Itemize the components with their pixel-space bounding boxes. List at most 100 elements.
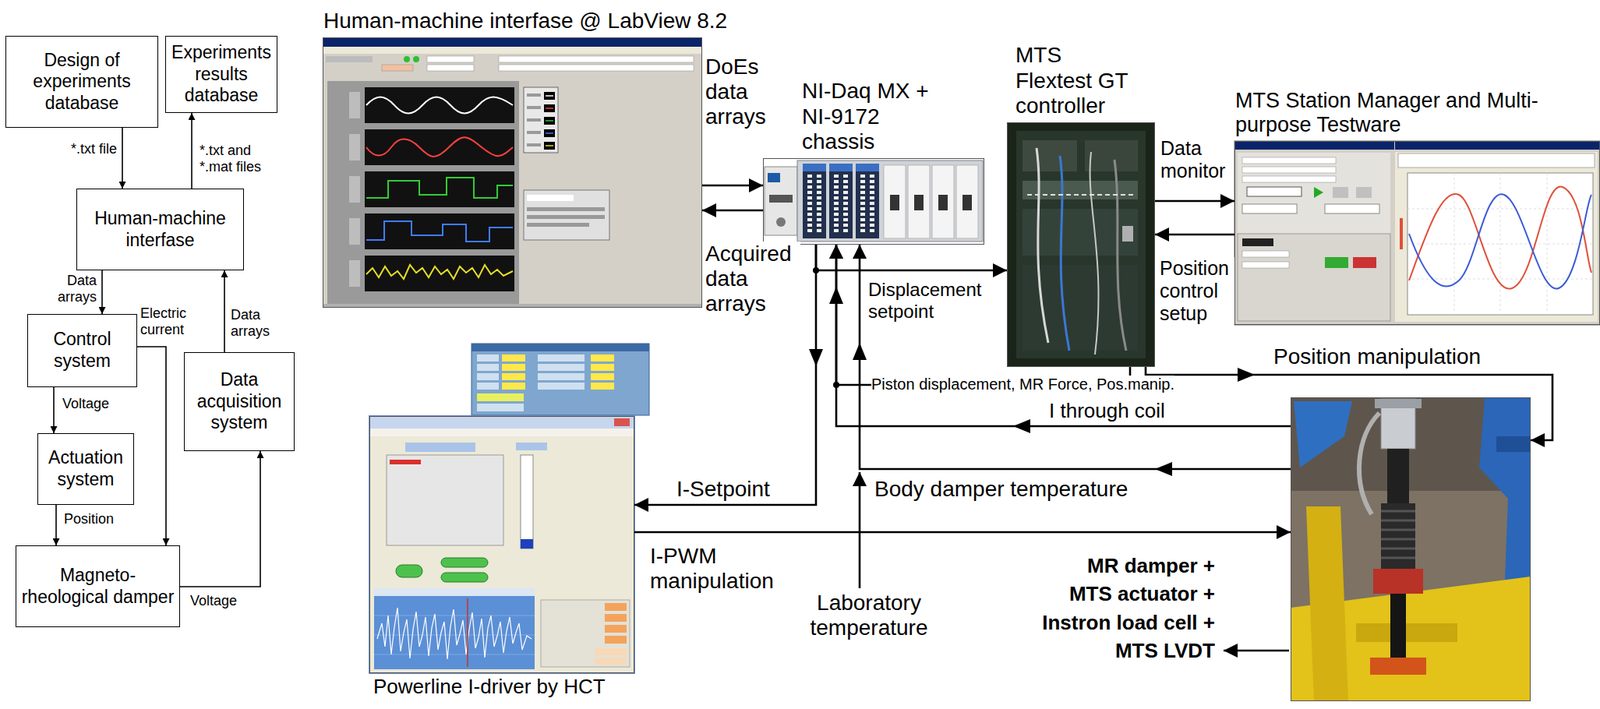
edge-label-holder: I-Setpoint bbox=[676, 476, 794, 502]
test-rig-photo-part bbox=[1387, 448, 1410, 504]
edge-label-holder: *.txt file bbox=[51, 141, 117, 158]
labview-screenshot-part bbox=[322, 37, 703, 47]
powerline-screenshot-part bbox=[395, 565, 423, 578]
controller-photo-part bbox=[1027, 194, 1134, 196]
powerline-screenshot-part bbox=[520, 539, 534, 549]
controller-photo-part bbox=[1016, 130, 1146, 359]
labview-screenshot-part bbox=[526, 207, 605, 212]
ni-daq-chassis-part bbox=[776, 217, 786, 227]
station-manager-screenshot-part bbox=[1324, 204, 1380, 214]
powerline-screenshot-part bbox=[466, 598, 469, 668]
powerline-screenshot-part bbox=[614, 418, 630, 427]
labview-screenshot-part bbox=[364, 255, 515, 292]
labview-screenshot-part bbox=[349, 91, 361, 119]
labview-screenshot-part bbox=[523, 87, 559, 153]
labview-screenshot-part bbox=[364, 87, 515, 124]
edge-label: Data arrays bbox=[230, 307, 280, 340]
signal-arrow bbox=[836, 244, 1291, 427]
coil-setup-window-part bbox=[476, 373, 499, 381]
powerline-screenshot-part bbox=[540, 600, 630, 668]
controller-photo-part bbox=[1084, 140, 1138, 172]
ni-daq-chassis-part bbox=[883, 165, 906, 239]
station-manager-screenshot-part bbox=[1398, 153, 1595, 168]
edge-label: Displacement setpoint bbox=[868, 279, 995, 322]
ni-daq-chassis-part bbox=[932, 165, 954, 239]
station-manager-screenshot-part bbox=[1242, 176, 1336, 183]
ni-daq-chassis-part bbox=[809, 174, 873, 234]
signal-arrow bbox=[836, 244, 1131, 385]
process-box: Data acquisition system bbox=[183, 352, 295, 452]
edge-label: *.txt and *.mat files bbox=[199, 142, 272, 175]
heading-holder: MR damper + MTS actuator + Instron load … bbox=[981, 551, 1216, 666]
edge-label-holder: I through coil bbox=[1049, 399, 1205, 424]
station-manager-screenshot-part bbox=[1352, 257, 1377, 269]
picture-panel: MR damper + MTS actuator + Instron load … bbox=[1290, 397, 1531, 702]
labview-screenshot-part bbox=[427, 64, 474, 71]
picture-panel: Powerline I-driver by HCT bbox=[369, 416, 635, 674]
coil-setup-window-part bbox=[590, 382, 615, 390]
labview-screenshot-part bbox=[545, 144, 554, 147]
heading-holder: MTS Flextest GT controller bbox=[1015, 42, 1136, 119]
station-manager-screenshot-part bbox=[1237, 152, 1391, 322]
station-manager-screenshot-part bbox=[1242, 261, 1290, 269]
signal-arrow bbox=[190, 113, 193, 189]
station-manager-screenshot-part bbox=[1324, 257, 1349, 269]
controller-photo-part bbox=[1122, 226, 1134, 242]
labview-screenshot-part bbox=[543, 116, 555, 125]
edge-label-holder: Electric current bbox=[140, 305, 191, 339]
labview-screenshot-part bbox=[526, 105, 541, 110]
ni-daq-chassis-part bbox=[829, 163, 853, 172]
coil-setup-window-part bbox=[501, 373, 526, 381]
signal-arrow bbox=[634, 531, 1291, 534]
edge-label: Piston displacement, MR Force, Pos.manip… bbox=[871, 375, 1175, 394]
station-manager-screenshot-part bbox=[1242, 238, 1274, 247]
labview-screenshot-part bbox=[381, 64, 414, 71]
coil-setup-window-part bbox=[501, 382, 526, 390]
heading-holder: NI-Daq MX + NI-9172 chassis bbox=[801, 78, 940, 155]
free-label-holder: Laboratory temperature bbox=[802, 590, 936, 641]
coil-setup-window-part bbox=[471, 343, 650, 352]
powerline-screenshot-part bbox=[369, 416, 635, 429]
station-manager-screenshot-part bbox=[1246, 187, 1302, 197]
edge-label: Position manipulation bbox=[1273, 344, 1481, 370]
test-rig-photo-part bbox=[1359, 413, 1380, 515]
ni-daq-chassis-part bbox=[855, 163, 880, 172]
edge-label-holder: Displacement setpoint bbox=[868, 279, 995, 323]
coil-setup-window-part bbox=[476, 382, 499, 390]
powerline-screenshot-part bbox=[441, 558, 488, 568]
station-manager-screenshot-part bbox=[1407, 173, 1593, 315]
labview-screenshot-part bbox=[526, 93, 541, 97]
labview-screenshot-part bbox=[349, 176, 361, 203]
process-box: Control system bbox=[27, 314, 138, 388]
powerline-screenshot-part bbox=[374, 588, 535, 597]
heading-label: MR damper + MTS actuator + Instron load … bbox=[981, 551, 1216, 666]
labview-screenshot-part bbox=[427, 56, 474, 63]
test-rig-photo bbox=[1290, 397, 1531, 702]
signal-arrow bbox=[702, 184, 763, 188]
controller-photo-part bbox=[1022, 208, 1138, 256]
edge-label: DoEs data arrays bbox=[705, 54, 771, 131]
signal-arrow bbox=[1154, 233, 1235, 237]
station-manager-screenshot-part bbox=[1242, 166, 1336, 174]
edge-label: Body damper temperature bbox=[874, 476, 1128, 502]
signal-arrow bbox=[1154, 200, 1235, 203]
labview-screenshot-part bbox=[327, 81, 520, 304]
controller-photo-part bbox=[1022, 140, 1078, 172]
station-manager-screenshot-part bbox=[1409, 194, 1592, 289]
ni-daq-chassis-part bbox=[855, 163, 880, 239]
ni-daq-chassis-part bbox=[797, 160, 983, 242]
edge-label: Electric current bbox=[140, 305, 191, 338]
picture-panel: Human-machine interfase @ LabView 8.2 bbox=[322, 37, 703, 308]
station-manager-screenshot-part bbox=[1242, 157, 1336, 164]
edge-label: Position bbox=[63, 511, 114, 528]
ni-daq-chassis-part bbox=[956, 165, 979, 239]
edge-label: Position control setup bbox=[1159, 257, 1235, 325]
lab-temperature-arrow-part bbox=[858, 472, 862, 589]
labview-screenshot-part bbox=[523, 190, 610, 241]
station-manager-screenshot-part bbox=[1332, 187, 1349, 198]
coil-setup-window-part bbox=[590, 354, 615, 362]
edge-label-holder: Voltage bbox=[190, 593, 253, 610]
labview-screenshot-part bbox=[322, 37, 703, 308]
station-manager-screenshot-part bbox=[1409, 186, 1592, 289]
heading-holder: Powerline I-driver by HCT bbox=[373, 675, 654, 700]
